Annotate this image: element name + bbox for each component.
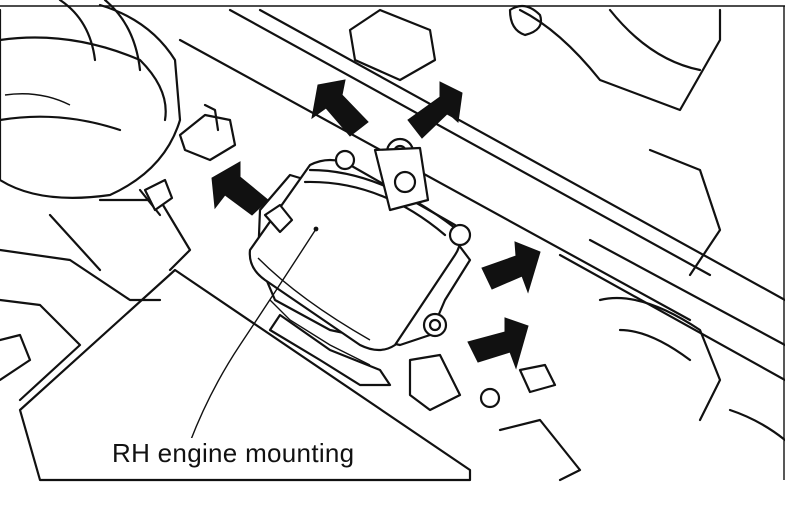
- bolt-arrows: [211, 79, 541, 370]
- arrow-upper-right-icon: [407, 81, 463, 139]
- rh-engine-mounting: [189, 137, 472, 443]
- cylinder-component: [0, 0, 182, 199]
- lower-housing: [0, 188, 472, 482]
- arrow-left-icon: [211, 161, 269, 216]
- arrow-lower-right-icon: [467, 317, 529, 370]
- lower-right-parts: [408, 296, 785, 482]
- callout-label: RH engine mounting: [108, 438, 359, 469]
- arrow-upper-left-icon: [311, 79, 369, 137]
- frame-rails: [178, 8, 785, 382]
- arrow-right-icon: [481, 241, 541, 294]
- side-bolt: [143, 103, 237, 212]
- upper-bracket: [348, 4, 543, 82]
- callout-leader-line: [189, 228, 317, 443]
